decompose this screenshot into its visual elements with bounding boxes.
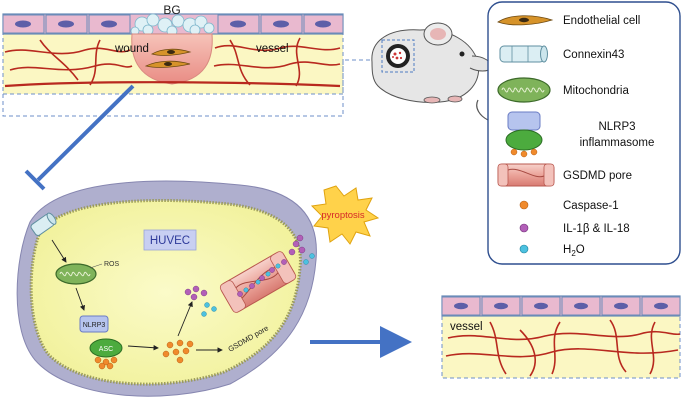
huvec-label: HUVEC	[150, 235, 190, 247]
huvec-label-box	[143, 229, 197, 251]
pyroptosis-label: pyroptosis	[321, 210, 365, 221]
legend-h2o-icon	[519, 244, 529, 254]
top-vessel-label: vessel	[256, 43, 289, 55]
caspase-cluster	[162, 339, 194, 364]
inhibition-arrow	[24, 84, 135, 191]
mouse-connector	[2, 59, 382, 117]
wound-region	[131, 33, 213, 85]
legend-label-mitochondria: Mitochondria	[563, 85, 629, 97]
nlrp3-label: NLRP3	[83, 322, 106, 329]
bottom-vessel-panel: vessel	[441, 295, 681, 379]
legend-label-nlrp3: NLRP3	[598, 121, 635, 133]
connexin43-channel	[30, 212, 57, 236]
legend-endothelial-icon	[497, 15, 554, 26]
cell-membrane	[29, 198, 302, 386]
bottom-vessel-label: vessel	[450, 321, 483, 333]
legend-gsdmd-icon	[497, 163, 555, 187]
legend-nlrp3-icon	[505, 111, 543, 158]
legend-label-h2o: H2O	[563, 244, 585, 258]
wound-endothelial-cells	[144, 48, 192, 68]
mitochondria-icon	[55, 263, 97, 285]
top-vessel-panel: BG wound vessel	[2, 3, 344, 95]
legend-mitochondria-icon	[497, 77, 551, 103]
pore-cargo-molecules	[237, 259, 287, 297]
top-vessel-lines	[4, 37, 341, 88]
legend-label-il: IL-1β & IL-18	[563, 223, 630, 235]
wound-label: wound	[114, 43, 149, 55]
bg-label: BG	[163, 3, 180, 17]
legend-label-connexin: Connexin43	[563, 49, 624, 61]
asc-label: ASC	[99, 346, 113, 353]
ros-label: ROS	[104, 261, 120, 268]
pyroptosis-burst: pyroptosis	[310, 185, 380, 245]
legend-il-icon	[519, 223, 529, 233]
legend-caspase-icon	[519, 200, 529, 210]
huvec-cell: HUVEC ROS NLRP3 ASC	[16, 180, 317, 397]
legend-label-endothelial: Endothelial cell	[563, 15, 640, 27]
released-molecules	[288, 234, 315, 265]
nlrp3-inflammasome: NLRP3 ASC	[79, 315, 123, 370]
legend-frame	[487, 1, 681, 265]
il-cluster-cytoplasm	[184, 285, 217, 317]
legend-connexin-icon	[499, 45, 548, 63]
bg-bubbles	[130, 13, 215, 37]
wound-site-box	[381, 39, 415, 73]
legend-label-caspase: Caspase-1	[563, 200, 619, 212]
legend-panel: Endothelial cell Connexin43 Mitochondria…	[487, 1, 681, 265]
mouse-illustration	[371, 22, 500, 137]
legend-label-inflammasome: inflammasome	[580, 137, 655, 149]
legend-label-gsdmd: GSDMD pore	[563, 170, 632, 182]
